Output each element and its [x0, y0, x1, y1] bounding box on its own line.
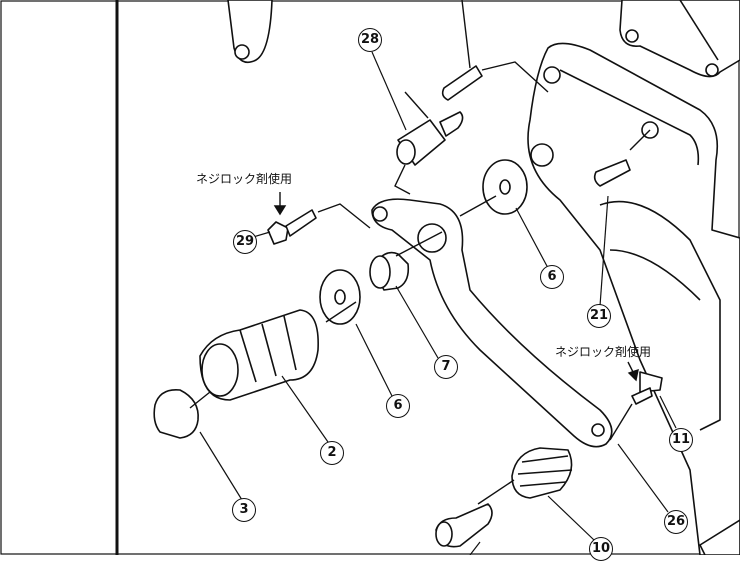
- callout-28: 28: [358, 28, 382, 52]
- threadlock-note-left: ネジロック剤使用: [196, 172, 293, 186]
- screw-11: [639, 371, 663, 393]
- threadlock-note-right: ネジロック剤使用: [555, 345, 652, 359]
- end-cap-3: [153, 388, 199, 439]
- bolt-29: [267, 221, 289, 245]
- spring: [699, 519, 740, 555]
- callout-7: 7: [434, 355, 458, 379]
- mounting-plate: [527, 42, 740, 555]
- upper-plate: [619, 0, 740, 78]
- callout-6-lower: 6: [386, 394, 410, 418]
- callout-3: 3: [232, 498, 256, 522]
- callout-21: 21: [587, 304, 611, 328]
- shift-lever: [371, 198, 613, 448]
- callout-6-upper: 6: [540, 265, 564, 289]
- screw-21: [593, 159, 631, 187]
- callout-10: 10: [589, 537, 613, 561]
- callout-2: 2: [320, 441, 344, 465]
- callout-11: 11: [669, 428, 693, 452]
- callout-29: 29: [233, 230, 257, 254]
- screw-top: [441, 65, 483, 101]
- callout-26: 26: [664, 510, 688, 534]
